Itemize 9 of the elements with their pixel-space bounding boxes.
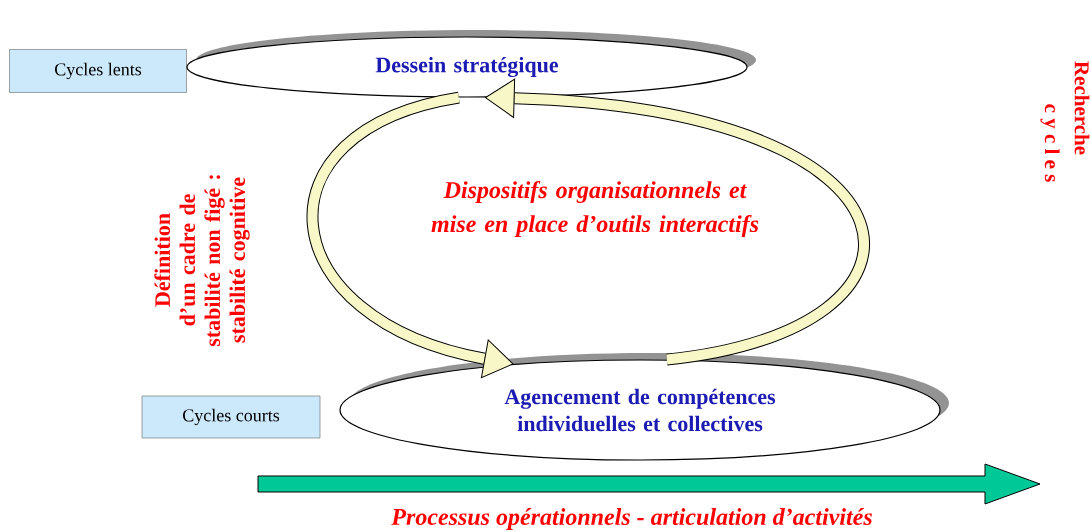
side-text: Définition d’un cadre de stabilité non figé : stabilité cognitive	[154, 175, 250, 347]
curved-arrow	[307, 91, 514, 379]
curved-arrow	[485, 78, 870, 366]
side-text: Recherche	[1074, 61, 1090, 155]
side-text: c y c l e s	[1040, 104, 1060, 182]
caption-text: Dispositifs organisationnels et mise en place d’outils interactifs	[431, 181, 759, 237]
caption-text: Processus opérationnels - articulation d’activités	[391, 508, 872, 530]
label-box: Cycles lents	[9, 49, 187, 93]
label-box: Cycles courts	[141, 395, 321, 439]
